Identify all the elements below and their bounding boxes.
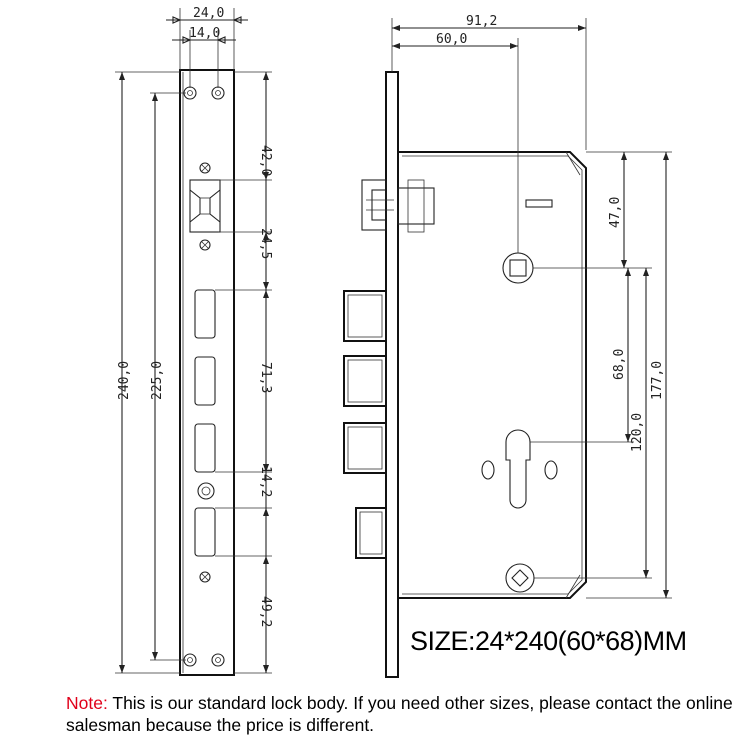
dim-hole-spacing: 14,0 xyxy=(189,26,220,41)
mount-hole-top-right xyxy=(211,86,225,100)
dim-bottom-gap: 49,2 xyxy=(258,596,273,627)
bolt-slot-3 xyxy=(194,423,216,473)
side-hole-right xyxy=(544,460,558,480)
dim-spindle-to-cylinder: 68,0 xyxy=(612,349,627,380)
bolt-slot-2 xyxy=(194,356,216,406)
spindle-square xyxy=(509,259,527,277)
dim-body-height: 177,0 xyxy=(650,361,665,400)
small-pin xyxy=(525,199,553,208)
side-hole-left xyxy=(481,460,495,480)
dim-screw-spacing: 225,0 xyxy=(150,361,165,400)
dim-total-length: 240,0 xyxy=(117,361,132,400)
lock-case-outline xyxy=(398,151,587,599)
dim-body-depth: 91,2 xyxy=(466,14,497,29)
round-hole-face xyxy=(197,482,215,500)
note-label: Note: xyxy=(66,693,108,713)
lock-front-plate xyxy=(385,71,399,678)
bolt-slot-4 xyxy=(194,507,216,557)
screw-upper xyxy=(199,162,211,174)
note-text: Note: This is our standard lock body. If… xyxy=(66,692,746,736)
screw-lower xyxy=(199,571,211,583)
faceplate-outline xyxy=(179,69,235,676)
dim-gap-small: 14,2 xyxy=(258,466,273,497)
deadbolt-2 xyxy=(343,355,387,407)
deadbolt-3 xyxy=(343,422,387,474)
faceplate-view: 24,0 14,0 240,0 225,0 42,0 24,5 71,3 14,… xyxy=(115,6,273,676)
lock-body-view: 91,2 60,0 47,0 68,0 120,0 177,0 xyxy=(343,14,672,678)
dim-spindle-to-bottom: 120,0 xyxy=(630,413,645,452)
screw-mid xyxy=(199,239,211,251)
deadbolt-1 xyxy=(343,290,387,342)
dim-face-width: 24,0 xyxy=(193,6,224,21)
note-body: This is our standard lock body. If you n… xyxy=(66,693,733,735)
dim-top-to-latch: 42,0 xyxy=(258,145,273,176)
dim-top-to-spindle: 47,0 xyxy=(608,197,623,228)
cylinder-cutout xyxy=(505,429,531,509)
dim-bolt-span: 71,3 xyxy=(258,362,273,393)
guard-bolt xyxy=(355,507,387,559)
mount-hole-bottom-right xyxy=(211,653,225,667)
dim-backset: 60,0 xyxy=(436,32,467,47)
spindle-hub xyxy=(502,252,534,284)
follower-hub xyxy=(505,563,535,593)
faceplate-latch xyxy=(189,179,221,233)
dim-latch-to-bolt: 24,5 xyxy=(258,228,273,259)
bolt-slot-1 xyxy=(194,289,216,339)
size-label: SIZE:24*240(60*68)MM xyxy=(410,626,687,656)
latch-tongue xyxy=(361,179,435,233)
